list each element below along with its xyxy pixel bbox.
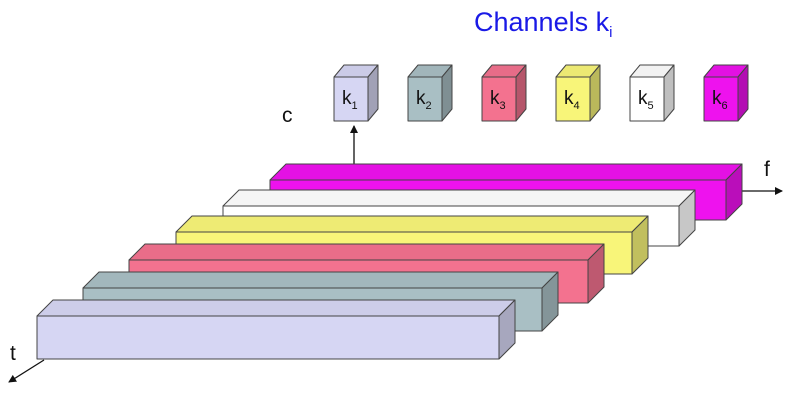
cube-label-subscript: 2 [426, 100, 432, 112]
title-subscript: i [609, 24, 612, 41]
bar-top-face [222, 189, 696, 207]
cube-label-letter: k [342, 88, 352, 109]
cube-label-subscript: 5 [648, 100, 654, 112]
cube-front-face [703, 76, 739, 122]
t-axis-arrow [8, 359, 45, 383]
cube-label-subscript: 4 [574, 100, 580, 112]
cube-label-k4: k4 [564, 88, 580, 112]
f-axis: f [742, 158, 783, 195]
cube-front-face [407, 76, 443, 122]
cube-label-letter: k [638, 88, 648, 109]
bar-front-face [36, 315, 500, 360]
cube-front-face [555, 76, 591, 122]
title-main: Channels k [474, 7, 610, 37]
f-axis-label: f [764, 158, 770, 181]
cube-label-subscript: 6 [722, 100, 728, 112]
channel-cube-k4: k4 [555, 64, 601, 122]
channel-cube-k6: k6 [703, 64, 749, 122]
bar-top-face [36, 299, 516, 317]
t-axis-label: t [10, 342, 16, 365]
channel-bar-k1 [36, 299, 516, 360]
channel-cube-k3: k3 [481, 64, 527, 122]
diagram-title: Channels ki [474, 7, 612, 41]
t-axis: t [8, 342, 45, 383]
cube-front-face [481, 76, 517, 122]
channel-cube-k1: k1 [333, 64, 379, 122]
cube-front-face [629, 76, 665, 122]
cube-label-k5: k5 [638, 88, 654, 112]
bar-top-face [175, 215, 649, 233]
cube-label-k2: k2 [416, 88, 432, 112]
channel-bars [36, 163, 743, 360]
cube-front-face [333, 76, 369, 122]
bar-top-face [128, 243, 605, 261]
cube-label-letter: k [416, 88, 426, 109]
cube-label-letter: k [712, 88, 722, 109]
c-axis-label: c [282, 104, 293, 127]
cube-label-letter: k [564, 88, 574, 109]
cube-label-letter: k [490, 88, 500, 109]
c-axis: c [282, 104, 358, 165]
bar-top-face [82, 271, 559, 289]
bar-top-face [269, 163, 743, 181]
channel-cube-k2: k2 [407, 64, 453, 122]
cube-label-subscript: 1 [352, 100, 358, 112]
cube-label-k1: k1 [342, 88, 358, 112]
cube-label-subscript: 3 [500, 100, 506, 112]
cube-label-k3: k3 [490, 88, 506, 112]
channel-cube-k5: k5 [629, 64, 675, 122]
cube-label-k6: k6 [712, 88, 728, 112]
